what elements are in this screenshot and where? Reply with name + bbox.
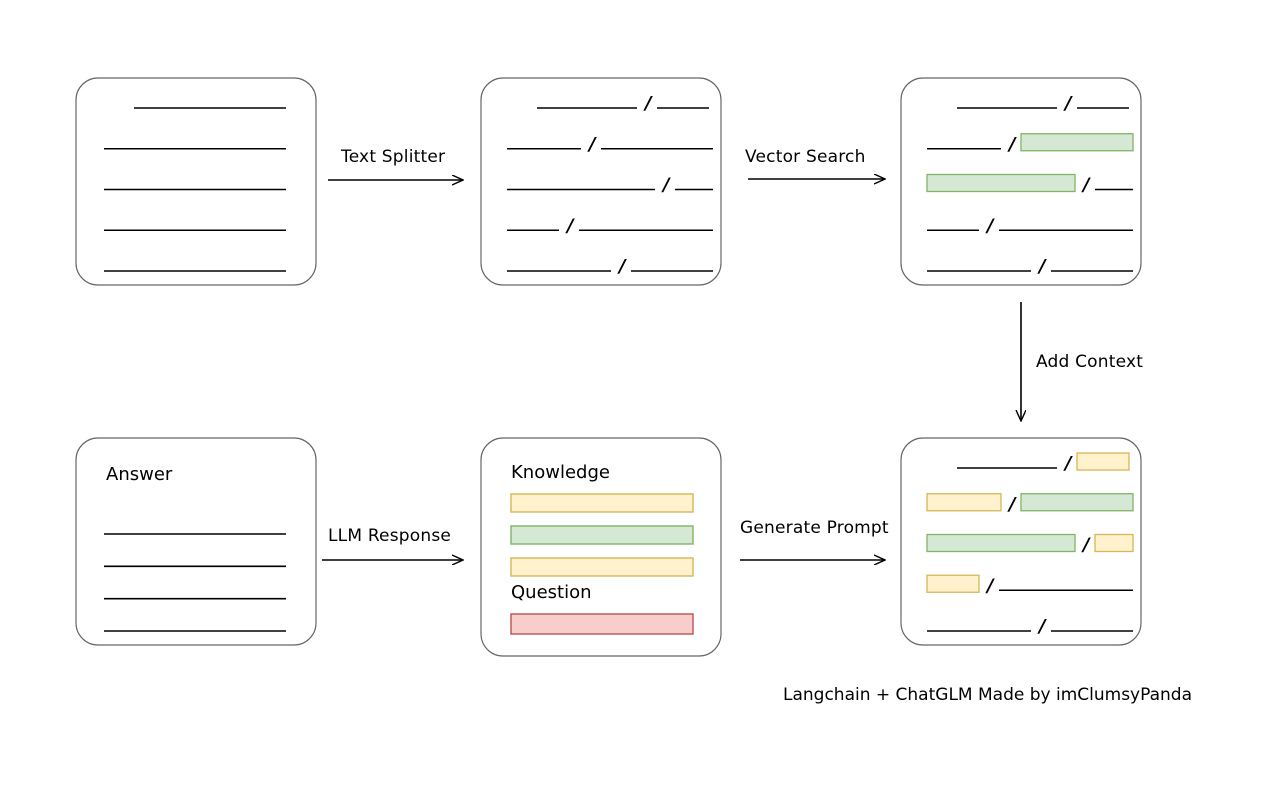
node-matched-chunks: / / / / / [900,77,1142,286]
node-split-chunks-row-1-seg-1-separator: / [587,134,597,155]
node-matched-chunks-row-1-seg-1-separator: / [1007,134,1017,155]
node-context-chunks-row-2-seg-2-highlight-yellow [1094,533,1134,553]
node-split-chunks-row-4-seg-1-separator: / [617,256,627,277]
node-prompt-bar-0-yellow [510,493,694,513]
node-matched-chunks-row-0-seg-1-separator: / [1063,93,1073,114]
edge-label-edge-vector-search: Vector Search [745,147,866,167]
node-answer-heading-0: Answer [106,464,173,485]
edge-label-edge-llm-response: LLM Response [328,526,452,546]
node-matched-chunks-row-2-seg-1-separator: / [1081,175,1091,196]
diagram-caption: Langchain + ChatGLM Made by imClumsyPand… [783,685,1192,705]
node-context-chunks-row-1-seg-2-highlight-green [1020,493,1134,512]
node-context-chunks: / / / / / [900,437,1142,646]
node-context-chunks-row-3-seg-1-separator: / [985,575,995,596]
node-split-chunks-row-0-seg-1-separator: / [643,93,653,114]
node-matched-chunks-row-2-seg-0-highlight-green [926,173,1076,193]
node-split-chunks-row-2-seg-1-separator: / [661,175,671,196]
node-prompt-bar-3-red [510,613,694,635]
edge-label-edge-text-splitter: Text Splitter [341,147,446,167]
edge-label-edge-generate-prompt: Generate Prompt [740,518,889,538]
node-context-chunks-row-1-seg-0-highlight-yellow [926,493,1002,512]
node-prompt-bar-2-yellow [510,557,694,577]
node-split-chunks: / / / / / [480,77,722,286]
node-source-document-frame [75,77,317,286]
node-matched-chunks-row-4-seg-1-separator: / [1037,256,1047,277]
node-context-chunks-row-4-seg-1-separator: / [1037,616,1047,637]
node-context-chunks-row-2-seg-1-separator: / [1081,535,1091,556]
edge-label-edge-add-context: Add Context [1036,352,1144,372]
node-split-chunks-frame [480,77,722,286]
node-context-chunks-row-1-seg-1-separator: / [1007,494,1017,515]
node-split-chunks-row-3-seg-1-separator: / [565,215,575,236]
node-prompt-frame [480,437,722,657]
node-prompt-heading-0: Knowledge [511,462,610,483]
node-prompt [480,437,722,657]
node-context-chunks-row-3-seg-0-highlight-yellow [926,574,980,593]
node-answer-frame [75,437,317,646]
node-matched-chunks-row-1-seg-2-highlight-green [1020,133,1134,152]
node-context-chunks-row-2-seg-0-highlight-green [926,533,1076,553]
node-matched-chunks-row-3-seg-1-separator: / [985,215,995,236]
node-prompt-bar-1-green [510,525,694,545]
node-context-chunks-row-0-seg-1-separator: / [1063,453,1073,474]
node-source-document [75,77,317,286]
node-prompt-heading-1: Question [511,582,592,603]
node-answer [75,437,317,646]
node-context-chunks-row-0-seg-2-highlight-yellow [1076,452,1130,471]
